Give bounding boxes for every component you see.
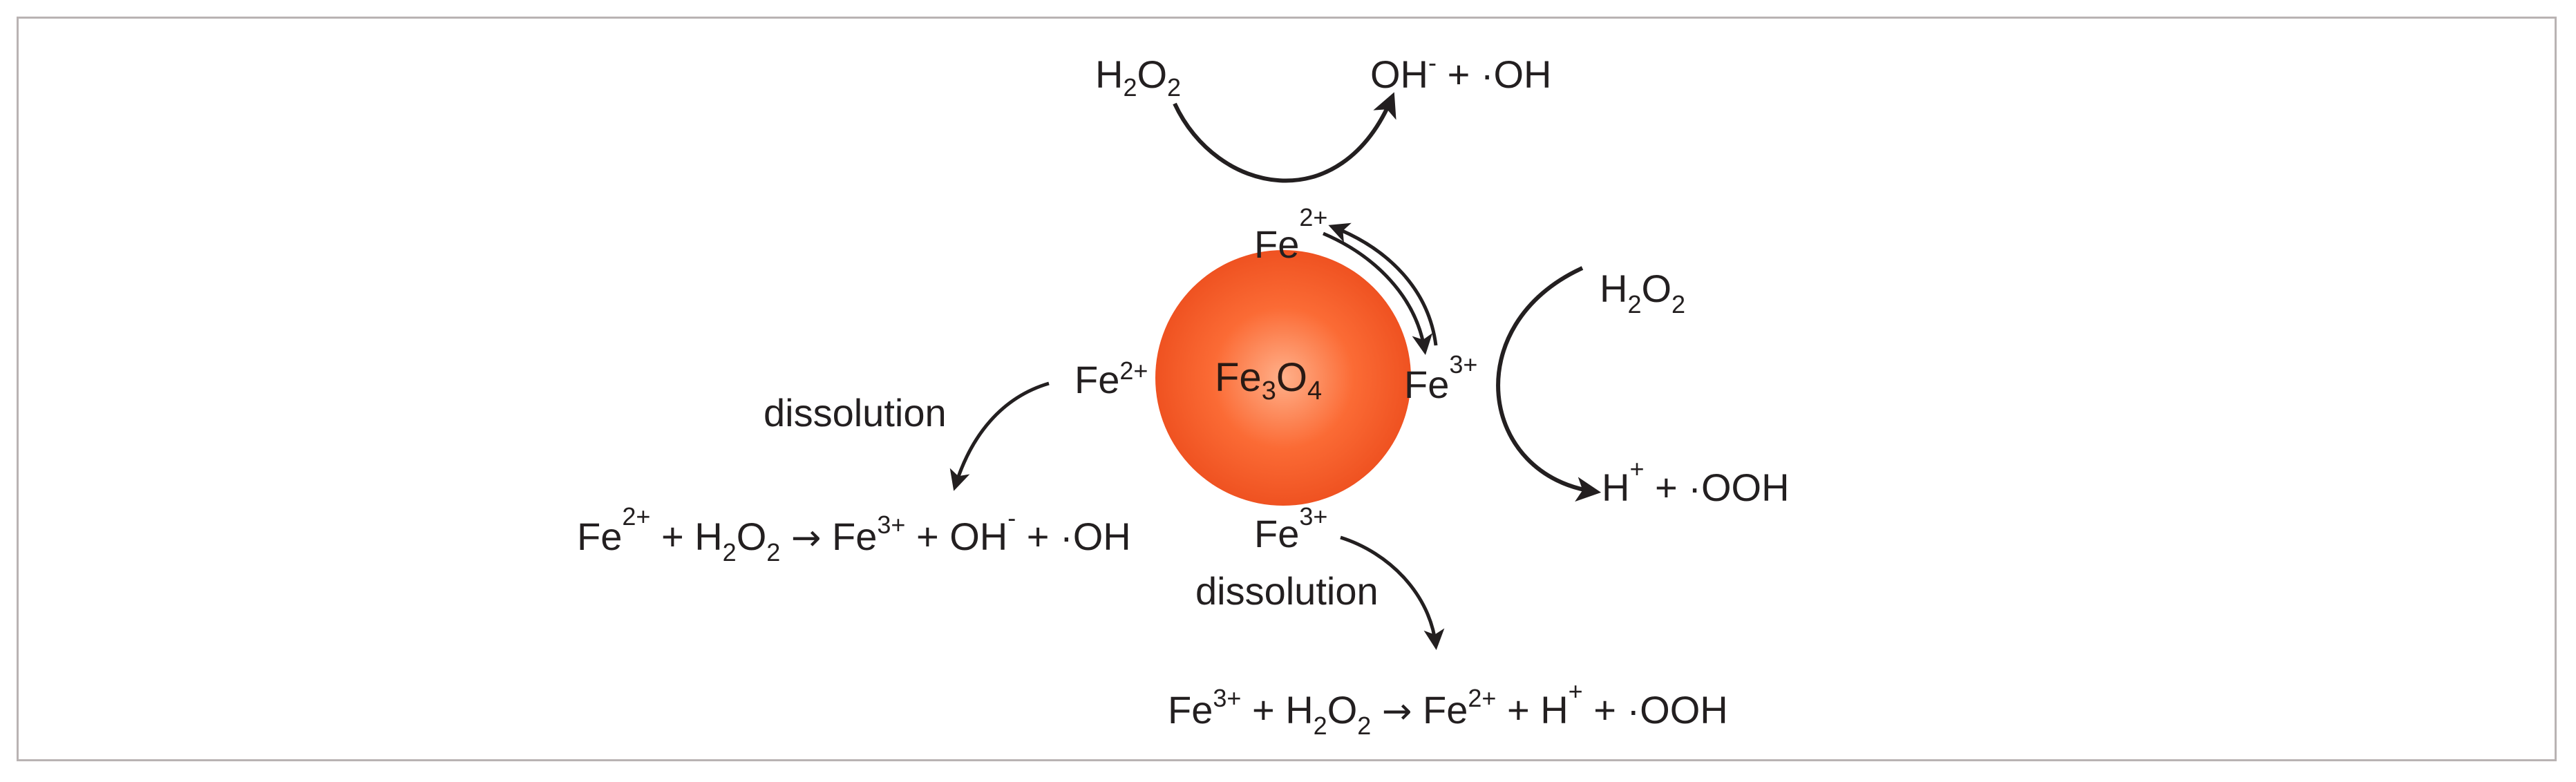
left-eq-oh-charge: -: [1007, 504, 1016, 532]
fe-right-symbol: Fe: [1404, 363, 1450, 406]
left-dissolution-label: dissolution: [764, 394, 947, 432]
bottom-eq-o: O: [1327, 688, 1358, 732]
top-reactant-h2o2: H2O2: [1095, 53, 1181, 100]
fe-right-charge: 3+: [1449, 350, 1478, 379]
right-reactant-h2o2: H2O2: [1600, 267, 1685, 317]
bottom-dissolution-text: dissolution: [1195, 569, 1379, 613]
left-eq-fe-charge: 2+: [622, 502, 651, 531]
right-reactant-o: O: [1641, 267, 1672, 310]
redox-arrow-forward: [1323, 231, 1433, 355]
top-product-charge: -: [1428, 48, 1437, 77]
left-eq-fe-product-charge: 3+: [877, 511, 906, 539]
fe-bottom: Fe3+: [1254, 504, 1327, 555]
left-eq-plus-oh: + OH: [916, 515, 1008, 558]
bottom-eq-sub1: 2: [1313, 712, 1327, 740]
bottom-eq-h-charge: +: [1568, 677, 1583, 705]
fe-left-charge: 2+: [1119, 356, 1148, 385]
fe3o4-fe: Fe: [1215, 355, 1262, 400]
top-reactant-sub1: 2: [1123, 73, 1137, 102]
fe3o4-sub-3: 3: [1261, 376, 1276, 406]
top-product: OH- + ·OH: [1370, 50, 1552, 96]
right-product: H+ + ·OOH: [1602, 457, 1790, 509]
bottom-eq-plus-h: + H: [1251, 688, 1314, 732]
bottom-dissolution-label: dissolution: [1195, 572, 1379, 611]
right-cycle-arrow: [1496, 266, 1602, 502]
right-reactant-h: H: [1600, 267, 1628, 310]
left-eq-sub1: 2: [722, 538, 737, 566]
bottom-eq-fe: Fe: [1168, 688, 1213, 732]
bottom-eq-plus-h-ion: + H: [1506, 688, 1569, 732]
bottom-eq-fe-product: Fe: [1423, 688, 1468, 732]
right-product-h: H: [1602, 466, 1630, 509]
fe-bottom-charge: 3+: [1299, 502, 1328, 531]
fe-top-charge: 2+: [1299, 203, 1328, 231]
top-reactant-o: O: [1137, 53, 1168, 96]
fe3o4-label: Fe3O4: [1215, 355, 1322, 405]
left-dissolution-text: dissolution: [764, 391, 947, 435]
fe-left: Fe2+: [1074, 358, 1148, 401]
fe3o4-sub-4: 4: [1307, 376, 1323, 406]
right-product-charge: +: [1629, 455, 1645, 483]
left-eq-fe-product: Fe: [832, 515, 878, 558]
left-dissolution-arrow: [949, 381, 1050, 491]
top-reactant-h: H: [1095, 53, 1124, 96]
redox-arrow-backward: [1328, 222, 1438, 346]
left-eq-fe: Fe: [577, 515, 623, 558]
bottom-eq-fe-product-charge: 2+: [1468, 684, 1497, 712]
left-eq-sub2: 2: [766, 538, 781, 566]
top-product-rest: + ·OH: [1447, 53, 1552, 96]
bottom-eq-arrow: →: [1381, 691, 1412, 732]
left-eq-o: O: [736, 515, 767, 558]
top-cycle-arrow: [1173, 92, 1396, 183]
top-reactant-sub2: 2: [1167, 73, 1182, 102]
bottom-eq-plus-radical: + ·OOH: [1593, 688, 1728, 732]
bottom-eq-sub2: 2: [1357, 712, 1372, 740]
left-eq-plus-h: + H: [661, 515, 723, 558]
top-product-oh: OH: [1370, 53, 1428, 96]
bottom-dissolution-equation: Fe3+ + H2O2 → Fe2+ + H+ + ·OOH: [1168, 679, 1728, 738]
left-eq-arrow: →: [790, 517, 822, 559]
left-dissolution-equation: Fe2+ + H2O2 → Fe3+ + OH- + ·OH: [577, 504, 1131, 565]
bottom-dissolution-arrow: [1340, 535, 1445, 650]
right-product-rest: + ·OOH: [1655, 466, 1790, 509]
fe-top: Fe2+: [1254, 205, 1327, 266]
fe3o4-nanoparticle: [1155, 250, 1411, 506]
fe-bottom-symbol: Fe: [1254, 512, 1300, 555]
fe3o4-o: O: [1276, 355, 1307, 400]
right-reactant-sub2: 2: [1671, 290, 1686, 318]
fe-right: Fe3+: [1404, 352, 1477, 406]
left-eq-plus-radical: + ·OH: [1026, 515, 1131, 558]
bottom-eq-fe-charge: 3+: [1213, 684, 1242, 712]
right-reactant-sub1: 2: [1627, 290, 1642, 318]
fe-left-symbol: Fe: [1074, 358, 1120, 401]
fe-top-symbol: Fe: [1254, 222, 1300, 266]
